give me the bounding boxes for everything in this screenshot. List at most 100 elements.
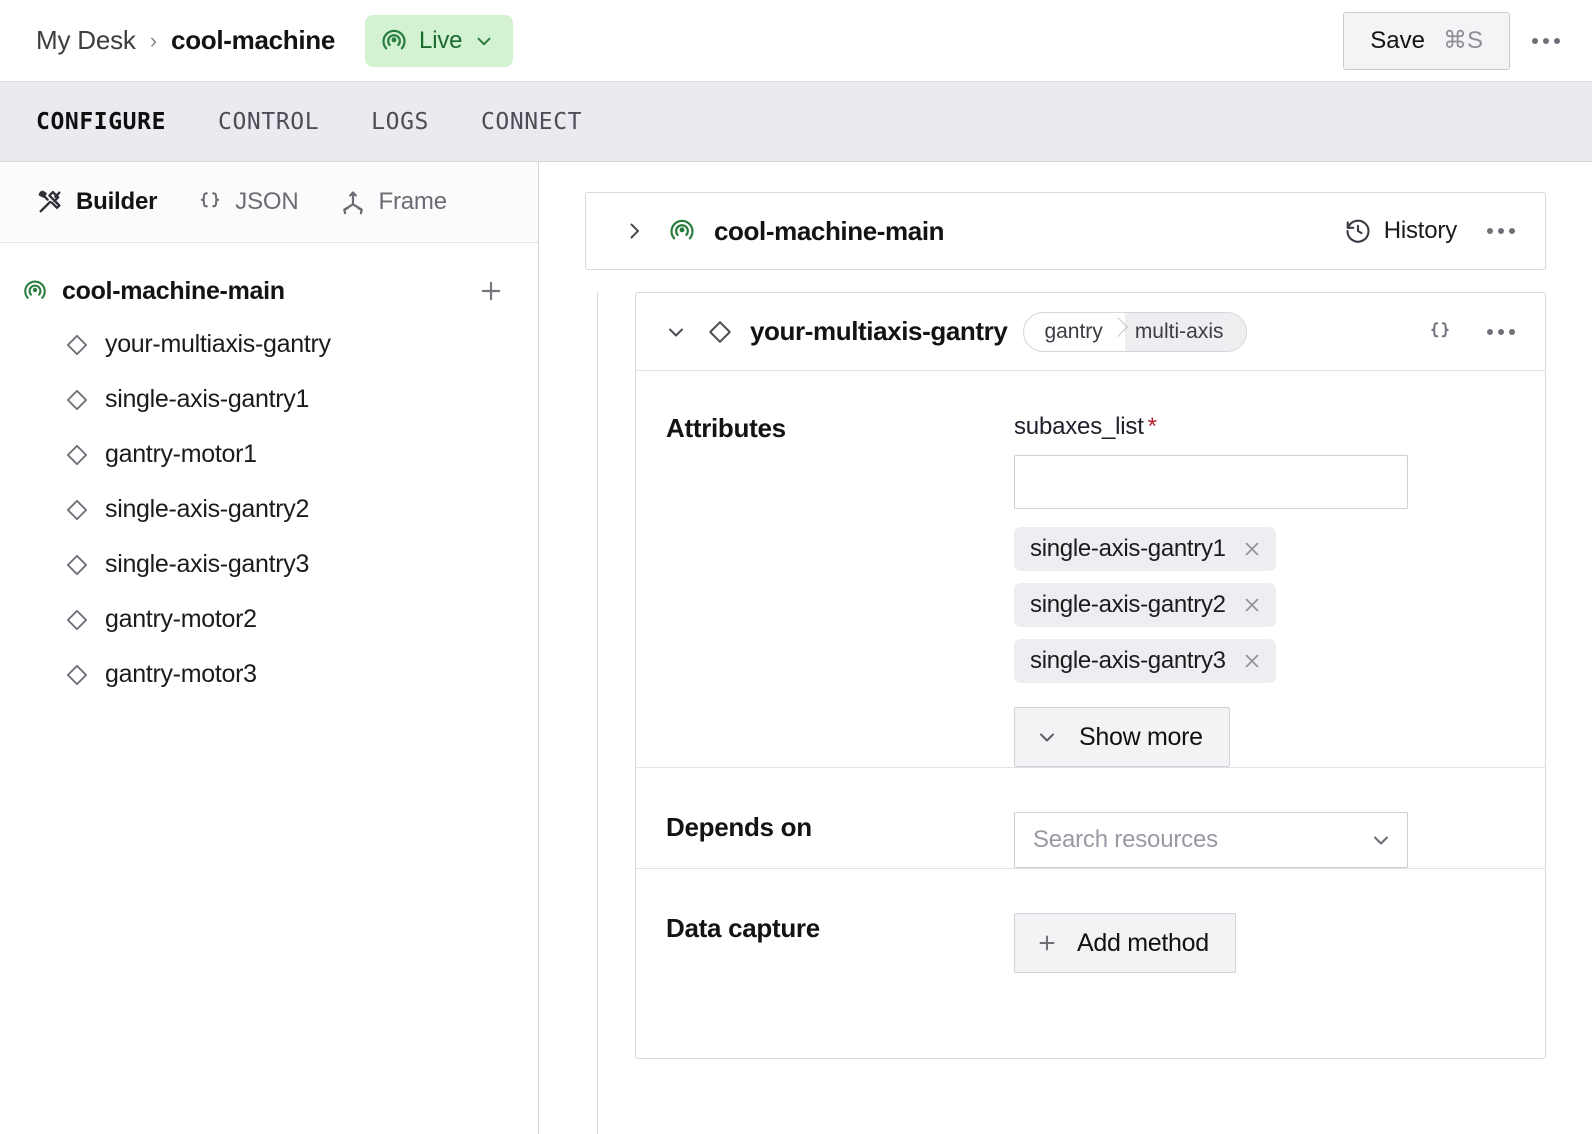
tree-item-single-axis-gantry2[interactable]: single-axis-gantry2	[0, 482, 538, 537]
required-marker: *	[1147, 413, 1157, 440]
tree-item-gantry-motor2[interactable]: gantry-motor2	[0, 592, 538, 647]
tree-item-label: gantry-motor3	[105, 660, 257, 688]
show-more-button[interactable]: Show more	[1014, 707, 1230, 767]
tree-item-your-multiaxis-gantry[interactable]: your-multiaxis-gantry	[0, 317, 538, 372]
breadcrumb-root-link[interactable]: My Desk	[36, 25, 136, 55]
view-tab-json-label: JSON	[235, 188, 299, 215]
resource-name: your-multiaxis-gantry	[750, 316, 1008, 346]
resource-card-header: your-multiaxis-gantry gantry multi-axis	[636, 293, 1545, 371]
tree-item-gantry-motor1[interactable]: gantry-motor1	[0, 427, 538, 482]
close-icon[interactable]	[1242, 595, 1262, 615]
chip-single-axis-gantry3: single-axis-gantry3	[1014, 639, 1276, 683]
save-shortcut-label: ⌘S	[1442, 27, 1483, 54]
row-attributes: Attributes subaxes_list* single-axis-gan…	[636, 371, 1545, 767]
close-icon[interactable]	[1242, 651, 1262, 671]
resource-type-model: multi-axis	[1124, 312, 1246, 351]
machine-name: cool-machine-main	[714, 215, 945, 246]
tab-configure[interactable]: CONFIGURE	[36, 108, 167, 135]
view-tab-json[interactable]: JSON	[197, 188, 299, 216]
tree-root-label: cool-machine-main	[62, 276, 285, 305]
resource-card-actions	[1427, 310, 1523, 354]
plus-icon[interactable]	[474, 274, 508, 308]
subaxes-list-field-name: subaxes_list	[1014, 413, 1144, 440]
braces-icon	[197, 189, 223, 215]
depends-on-label: Depends on	[666, 812, 812, 842]
tools-icon	[36, 188, 64, 216]
diamond-icon	[64, 442, 90, 468]
save-button-label: Save	[1370, 26, 1425, 54]
clock-rewind-icon	[1344, 217, 1372, 245]
chip-single-axis-gantry2: single-axis-gantry2	[1014, 583, 1276, 627]
diamond-icon	[64, 662, 90, 688]
data-capture-label: Data capture	[666, 913, 820, 943]
diamond-icon	[64, 332, 90, 358]
resource-type-api: gantry	[1044, 319, 1103, 343]
broadcast-icon	[22, 278, 48, 304]
ellipsis-icon[interactable]	[1524, 19, 1568, 63]
show-more-label: Show more	[1079, 722, 1203, 751]
subaxes-list-chips: single-axis-gantry1 single-axis-gantry2	[1014, 527, 1515, 683]
subaxes-list-label: subaxes_list*	[1014, 413, 1515, 441]
machine-header-card: cool-machine-main History	[585, 192, 1546, 270]
save-button[interactable]: Save ⌘S	[1343, 11, 1510, 70]
subaxes-list-input[interactable]	[1014, 455, 1408, 509]
row-data-capture: Data capture Add method	[636, 868, 1545, 973]
tree-item-label: single-axis-gantry3	[105, 550, 310, 578]
diamond-icon	[64, 607, 90, 633]
close-icon[interactable]	[1242, 539, 1262, 559]
tree-root-cool-machine-main[interactable]: cool-machine-main	[0, 265, 538, 317]
view-tab-frame-label: Frame	[378, 188, 448, 215]
tree-item-label: gantry-motor1	[105, 440, 257, 468]
chip-label: single-axis-gantry2	[1030, 591, 1226, 618]
broadcast-icon	[380, 27, 408, 55]
top-bar-actions: Save ⌘S	[1343, 11, 1568, 70]
tab-connect[interactable]: CONNECT	[480, 108, 583, 135]
resource-type-pill: gantry multi-axis	[1023, 311, 1247, 352]
depends-on-placeholder: Search resources	[1033, 826, 1218, 853]
diamond-icon	[64, 497, 90, 523]
depends-on-select[interactable]: Search resources	[1014, 812, 1408, 868]
machine-card-actions: History	[1344, 209, 1523, 253]
tree-item-label: single-axis-gantry2	[105, 495, 310, 523]
chevron-down-icon	[1035, 725, 1059, 749]
attributes-content: subaxes_list* single-axis-gantry1	[1014, 413, 1545, 767]
tree-guide-line	[597, 292, 598, 1134]
attributes-label: Attributes	[666, 413, 786, 443]
resource-tree: cool-machine-main your-multiaxis-gantry …	[0, 243, 538, 1134]
main-tab-strip: CONFIGURE CONTROL LOGS CONNECT	[0, 81, 1592, 162]
ellipsis-icon[interactable]	[1479, 310, 1523, 354]
live-status-label: Live	[419, 26, 463, 54]
tree-item-label: your-multiaxis-gantry	[105, 330, 331, 358]
tree-item-label: single-axis-gantry1	[105, 385, 310, 413]
tree-item-gantry-motor3[interactable]: gantry-motor3	[0, 647, 538, 702]
tree-item-single-axis-gantry1[interactable]: single-axis-gantry1	[0, 372, 538, 427]
chevron-right-icon	[1111, 313, 1125, 351]
view-tab-builder[interactable]: Builder	[36, 188, 157, 216]
live-status-badge[interactable]: Live	[365, 14, 514, 67]
tree-item-single-axis-gantry3[interactable]: single-axis-gantry3	[0, 537, 538, 592]
plus-icon	[1035, 931, 1059, 955]
history-label: History	[1383, 217, 1457, 244]
resource-card-wrap: your-multiaxis-gantry gantry multi-axis	[585, 292, 1546, 1134]
top-bar: My Desk › cool-machine Live Save ⌘S	[0, 0, 1592, 81]
data-capture-content: Add method	[1014, 913, 1545, 973]
chevron-down-icon[interactable]	[473, 30, 495, 52]
tab-logs[interactable]: LOGS	[371, 108, 429, 135]
main-panel: cool-machine-main History	[539, 162, 1592, 1134]
axes-icon	[339, 188, 367, 216]
chevron-right-icon[interactable]	[622, 219, 646, 243]
tab-control[interactable]: CONTROL	[218, 108, 320, 135]
braces-icon[interactable]	[1427, 319, 1453, 345]
ellipsis-icon[interactable]	[1479, 209, 1523, 253]
view-tab-frame[interactable]: Frame	[339, 188, 447, 216]
sidebar: Builder JSON	[0, 162, 539, 1134]
add-method-button[interactable]: Add method	[1014, 913, 1236, 973]
resource-card-your-multiaxis-gantry: your-multiaxis-gantry gantry multi-axis	[635, 292, 1546, 1059]
body-split: Builder JSON	[0, 162, 1592, 1134]
diamond-icon	[64, 552, 90, 578]
add-method-label: Add method	[1077, 928, 1209, 957]
chip-label: single-axis-gantry1	[1030, 535, 1226, 562]
chevron-down-icon[interactable]	[664, 320, 688, 344]
history-button[interactable]: History	[1344, 217, 1457, 245]
chip-single-axis-gantry1: single-axis-gantry1	[1014, 527, 1276, 571]
